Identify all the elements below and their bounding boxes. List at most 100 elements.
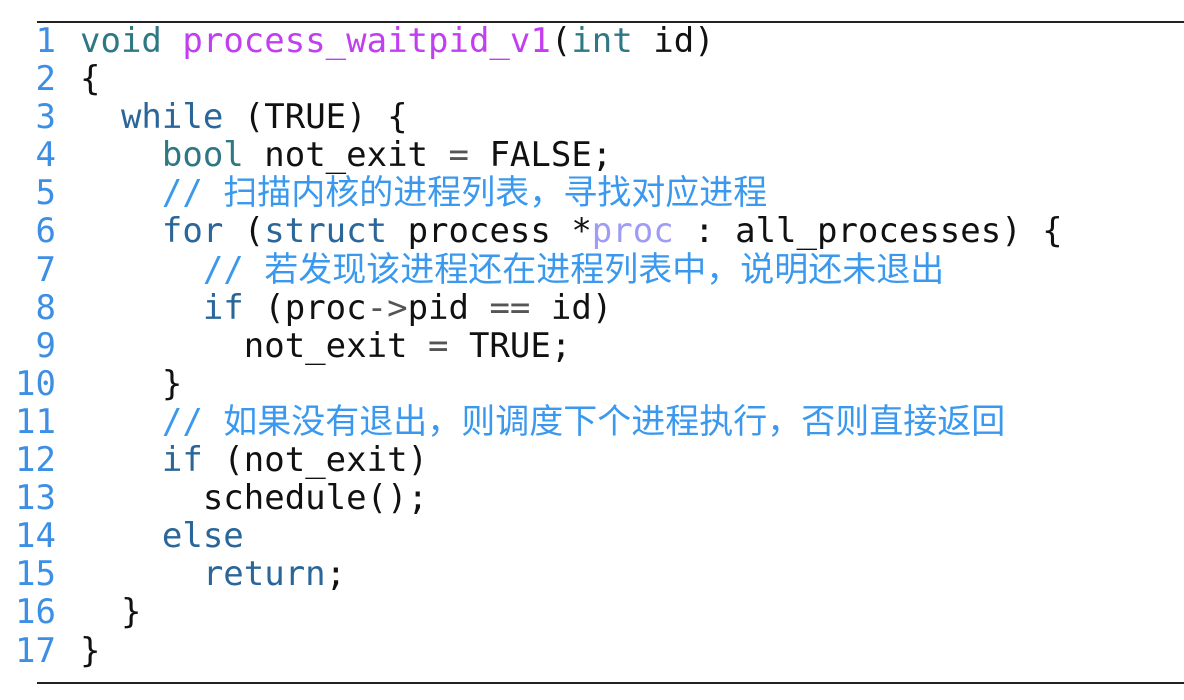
line-source: return;	[80, 555, 346, 593]
code-line: 14 else	[0, 517, 1063, 555]
token-plain: id)	[632, 21, 715, 61]
token-plain: FALSE;	[468, 135, 613, 176]
code-line: 15 return;	[0, 555, 1063, 593]
line-source: // 若发现该进程还在进程列表中，说明还未退出	[80, 251, 944, 289]
token-plain: }	[80, 592, 142, 633]
code-line: 1 void process_waitpid_v1(int id)	[0, 22, 1063, 60]
bottom-rule	[37, 682, 1184, 684]
line-number: 17	[15, 630, 56, 671]
token-kw: if	[161, 440, 203, 481]
token-plain: (	[223, 211, 265, 252]
token-plain	[80, 97, 121, 137]
line-source: while (TRUE) {	[80, 98, 408, 136]
line-source: // 扫描内核的进程列表，寻找对应进程	[80, 174, 767, 212]
token-kw: while	[120, 97, 224, 138]
code-line: 17}	[0, 630, 1063, 671]
token-kw: else	[161, 516, 244, 557]
token-plain: TRUE;	[448, 325, 572, 366]
code-line: 8 if (proc->pid == id)	[0, 289, 1063, 327]
line-source: {	[80, 60, 100, 98]
line-number: 1	[35, 21, 56, 61]
token-plain: process *	[387, 211, 592, 252]
line-source: }	[80, 593, 141, 631]
code-line: 11 // 如果没有退出，则调度下个进程执行，否则直接返回	[0, 403, 1063, 441]
line-source: else	[80, 517, 244, 555]
token-plain: id)	[530, 287, 613, 328]
token-plain: (not_exit)	[202, 440, 429, 481]
token-plain	[80, 135, 162, 175]
token-kw: if	[202, 287, 244, 328]
token-plain	[80, 288, 203, 328]
token-comment: // 如果没有退出，则调度下个进程执行，否则直接返回	[161, 401, 1006, 442]
code-line: 4 bool not_exit = FALSE;	[0, 136, 1063, 174]
line-number: 14	[15, 516, 56, 557]
code-line: 5 // 扫描内核的进程列表，寻找对应进程	[0, 174, 1063, 212]
token-op: ->	[366, 287, 408, 328]
token-plain: ;	[325, 554, 347, 595]
token-plain: : all_processes) {	[673, 211, 1063, 252]
token-plain	[80, 250, 203, 290]
token-plain	[80, 440, 162, 480]
line-number: 4	[35, 135, 56, 176]
line-number: 16	[15, 592, 56, 633]
line-number: 5	[35, 173, 56, 214]
token-op: ==	[489, 287, 531, 328]
token-plain	[80, 402, 162, 442]
token-plain: {	[80, 59, 101, 100]
token-plain: pid	[407, 287, 490, 328]
token-var: proc	[591, 211, 674, 252]
code-line: 12 if (not_exit)	[0, 441, 1063, 479]
token-plain: not_exit	[80, 325, 428, 366]
line-number: 2	[35, 59, 56, 100]
token-plain	[80, 211, 162, 251]
line-source: }	[80, 365, 182, 403]
line-number: 8	[35, 287, 56, 328]
token-kw: struct	[264, 211, 388, 252]
line-source: // 如果没有退出，则调度下个进程执行，否则直接返回	[80, 403, 1005, 441]
line-number: 13	[15, 478, 56, 519]
token-type: bool	[161, 135, 244, 176]
line-source: not_exit = TRUE;	[80, 325, 572, 366]
token-comment: // 若发现该进程还在进程列表中，说明还未退出	[202, 249, 945, 290]
line-number: 7	[35, 249, 56, 290]
token-plain	[162, 21, 182, 61]
token-kw: return	[202, 554, 326, 595]
token-plain	[80, 173, 162, 213]
token-plain	[80, 516, 162, 556]
token-type: void	[80, 21, 162, 61]
code-line: 7 // 若发现该进程还在进程列表中，说明还未退出	[0, 249, 1063, 290]
line-number: 10	[15, 363, 56, 404]
line-source: void process_waitpid_v1(int id)	[80, 22, 715, 60]
line-number: 12	[15, 440, 56, 481]
line-source: if (not_exit)	[80, 441, 428, 479]
line-source: for (struct process *proc : all_processe…	[80, 212, 1063, 250]
line-number: 11	[15, 401, 56, 442]
line-source: bool not_exit = FALSE;	[80, 136, 612, 174]
token-plain	[80, 554, 203, 594]
line-source: if (proc->pid == id)	[80, 289, 612, 327]
code-line: 2{	[0, 60, 1063, 98]
token-op: =	[448, 135, 469, 176]
code-line: 6 for (struct process *proc : all_proces…	[0, 212, 1063, 250]
token-plain: }	[80, 630, 101, 671]
token-plain: not_exit	[243, 135, 449, 176]
token-plain: }	[80, 363, 183, 404]
line-number: 6	[35, 211, 56, 252]
token-comment: // 扫描内核的进程列表，寻找对应进程	[161, 173, 768, 214]
top-rule	[37, 21, 1184, 23]
token-op: =	[428, 325, 449, 366]
code-line: 9 not_exit = TRUE;	[0, 327, 1063, 365]
token-plain: schedule();	[80, 478, 428, 519]
token-plain: (proc	[243, 287, 367, 328]
token-plain: (TRUE) {	[223, 97, 408, 138]
code-line: 3 while (TRUE) {	[0, 98, 1063, 136]
line-number: 3	[35, 97, 56, 138]
code-line: 10 }	[0, 365, 1063, 403]
line-source: }	[80, 630, 101, 671]
line-source: schedule();	[80, 479, 428, 517]
token-kw: for	[161, 211, 224, 252]
token-type: int	[571, 21, 633, 61]
token-fn: process_waitpid_v1	[182, 21, 551, 61]
line-number: 15	[15, 554, 56, 595]
